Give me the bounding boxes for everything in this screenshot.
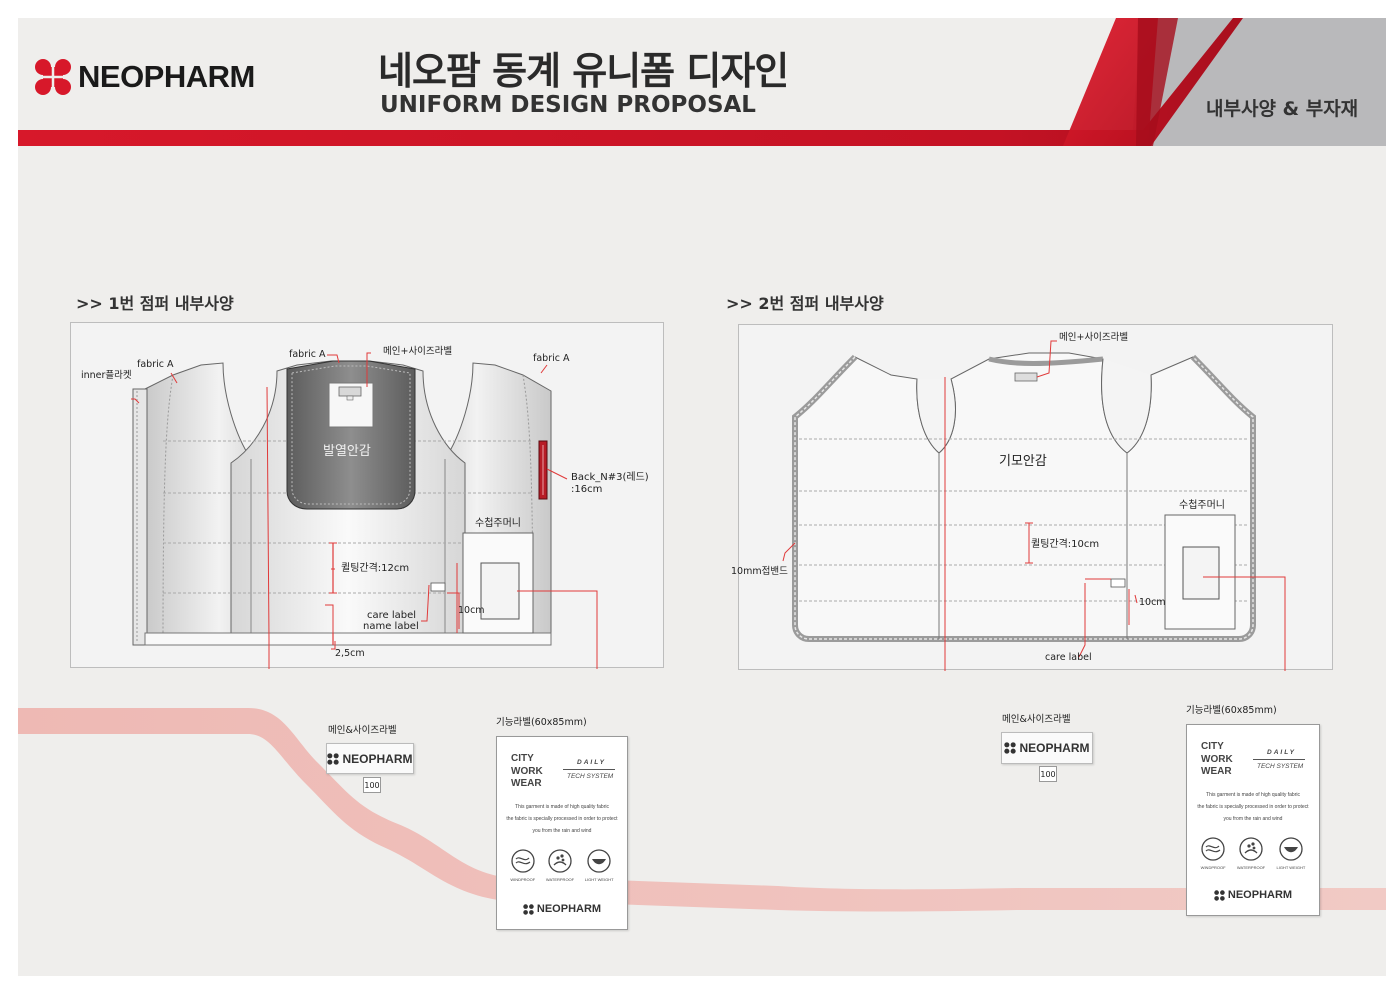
size-chip-2: 100: [1039, 766, 1057, 782]
waterproof-icon: [1239, 837, 1263, 861]
binding-label: 10mm접밴드: [731, 566, 788, 577]
fl-headline-2: CITY WORK WEAR: [1201, 741, 1233, 777]
neopharm-flower-icon: [1213, 889, 1225, 901]
neopharm-flower-icon: [522, 903, 534, 915]
fl-description: This garment is made of high quality fab…: [506, 804, 618, 834]
quilting-spacing-label-2: 퀼팅간격:10cm: [1031, 539, 1100, 550]
section-tab-bg: [1132, 18, 1386, 146]
function-label-caption-2: 기능라벨(60x85mm): [1186, 705, 1277, 716]
proposal-sheet: NEOPHARM 네오팜 동계 유니폼 디자인 UNIFORM DESIGN P…: [18, 18, 1386, 976]
heating-lining-label: 발열안감: [323, 444, 371, 459]
jacket1-panel: inner플라켓 fabric A fabric A 메인+사이즈라벨 fabr…: [70, 322, 664, 669]
fabric-a-left-label: fabric A: [137, 359, 174, 370]
jacket2-title: >> 2번 점퍼 내부사양: [726, 294, 884, 313]
pink-flow-band: [18, 708, 1386, 912]
windproof-icon: [1201, 837, 1225, 861]
main-label-brand-2: NEOPHARM: [1019, 741, 1090, 755]
fl-headline: CITY WORK WEAR: [511, 753, 543, 789]
fl-icon-row-2: WINDPROOF WATERPROOF LIGHT WEIGHT: [1187, 837, 1319, 870]
neopharm-flower-icon: [35, 59, 71, 95]
patch-pocket-label-2: 수첩주머니: [1179, 500, 1225, 511]
fl-brand-2: NEOPHARM: [1187, 889, 1319, 901]
function-label-card-2: CITY WORK WEAR DAILY TECH SYSTEM This ga…: [1186, 724, 1320, 916]
jacket1-title: >> 1번 점퍼 내부사양: [76, 294, 234, 313]
name-label-callout: name label: [363, 621, 419, 632]
inner-placket-label: inner플라켓: [81, 370, 132, 381]
main-label-brand: NEOPHARM: [342, 751, 413, 766]
pocket-size-label-2: 10cm: [1139, 597, 1166, 608]
band-width-label: 2,5cm: [335, 648, 365, 659]
lightweight-icon: [1279, 837, 1303, 861]
brand-name: NEOPHARM: [78, 59, 255, 94]
main-label-caption-2: 메인&사이즈라벨: [1002, 714, 1071, 725]
function-label-caption: 기능라벨(60x85mm): [496, 717, 587, 728]
page-title-korean: 네오팜 동계 유니폼 디자인: [378, 49, 789, 93]
care-label-callout-2: care label: [1045, 652, 1092, 663]
waterproof-icon: [548, 849, 572, 873]
fl-daily: DAILY: [577, 759, 607, 766]
lightweight-icon: [587, 849, 611, 873]
fl-description-2: This garment is made of high quality fab…: [1197, 792, 1309, 822]
size-chip: 100: [363, 777, 381, 793]
back-zipper-label: Back_N#3(레드): [571, 472, 649, 483]
fl-tech-2: TECH SYSTEM: [1257, 763, 1304, 770]
care-label-callout: care label: [367, 610, 417, 621]
main-label-tag-2: NEOPHARM: [1001, 732, 1093, 764]
brushed-lining-label: 기모안감: [999, 454, 1047, 469]
main-label-tag: NEOPHARM: [326, 743, 414, 774]
back-zipper-length: :16cm: [571, 484, 603, 495]
windproof-icon: [511, 849, 535, 873]
brand-logo: NEOPHARM: [34, 58, 255, 96]
quilting-spacing-label: 퀼팅간격:12cm: [341, 563, 410, 574]
pocket-size-label: 10cm: [458, 605, 485, 616]
page-title-english: UNIFORM DESIGN PROPOSAL: [380, 92, 756, 118]
section-tag: 내부사양 & 부자재: [1206, 98, 1359, 120]
jacket2-inside-drawing: [782, 340, 1286, 671]
jacket1-inside-drawing: [131, 352, 598, 669]
main-label-caption: 메인&사이즈라벨: [328, 725, 397, 736]
fl-brand: NEOPHARM: [497, 903, 627, 915]
fabric-a-right-label: fabric A: [533, 353, 570, 364]
fl-tech: TECH SYSTEM: [567, 773, 614, 780]
fl-icon-row: WINDPROOF WATERPROOF LIGHT WEIGHT: [497, 849, 627, 882]
jacket2-panel: 메인+사이즈라벨 기모안감 수첩주머니 퀼팅간격:10cm 10mm접밴드 10…: [731, 324, 1333, 671]
main-size-label-callout-2: 메인+사이즈라벨: [1059, 332, 1129, 343]
fl-daily-2: DAILY: [1267, 749, 1297, 756]
function-label-card: CITY WORK WEAR DAILY TECH SYSTEM This ga…: [496, 736, 628, 930]
header-red-pleat: [1063, 18, 1158, 146]
neopharm-flower-icon: [1004, 742, 1017, 754]
fabric-a-center-label: fabric A: [289, 349, 326, 360]
patch-pocket-label: 수첩주머니: [475, 518, 521, 529]
neopharm-flower-icon: [327, 752, 340, 765]
main-size-label-callout: 메인+사이즈라벨: [383, 346, 453, 357]
